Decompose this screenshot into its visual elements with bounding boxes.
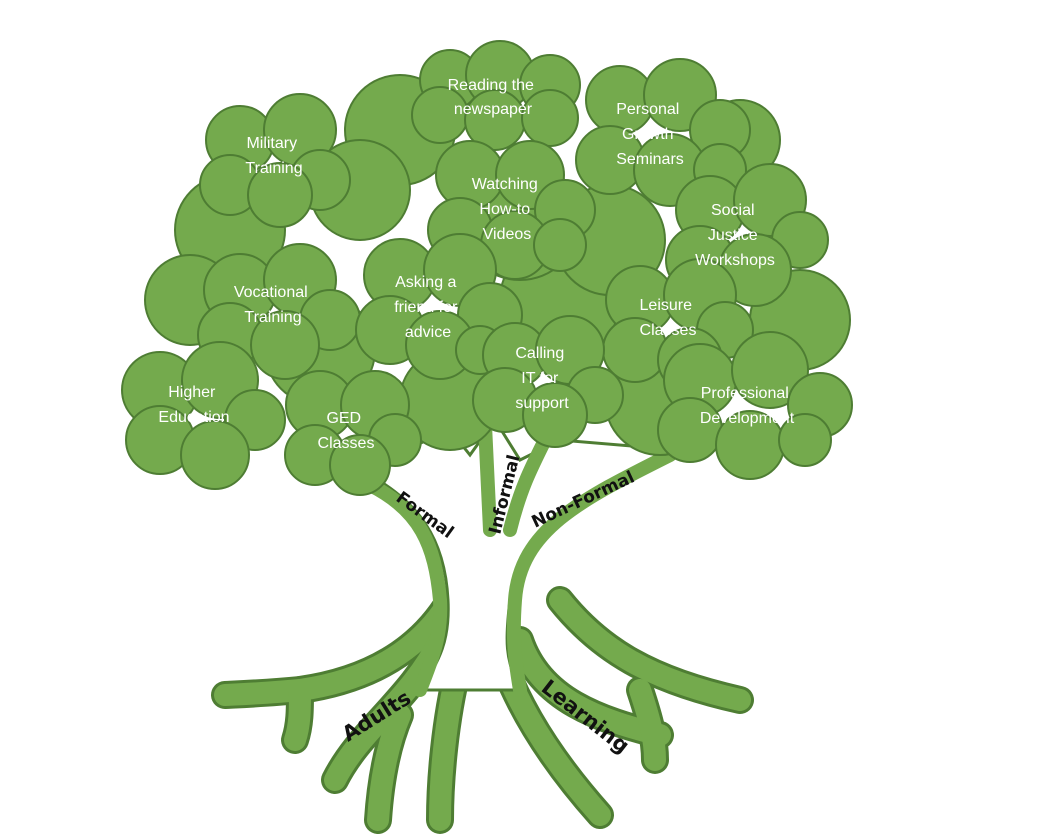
trunk <box>356 417 686 697</box>
label-line: friend for <box>394 299 458 316</box>
label-line: How-to <box>479 201 530 218</box>
label-line: Workshops <box>695 252 775 269</box>
label-line: Training <box>245 160 302 177</box>
label-line: Seminars <box>616 151 684 168</box>
label-line: Videos <box>483 226 532 243</box>
label-leisure-classes: Leisure Classes <box>640 297 697 339</box>
label-line: support <box>515 395 569 412</box>
label-line: Military <box>246 135 297 152</box>
cloud-ged-classes <box>284 370 422 496</box>
label-asking-friend: Asking a friend for advice <box>394 274 462 341</box>
label-line: Social <box>711 202 755 219</box>
label-line: Reading the <box>448 77 534 94</box>
label-line: Justice <box>708 227 758 244</box>
label-line: Development <box>700 410 795 427</box>
canopy-clouds <box>121 40 853 496</box>
label-line: Higher <box>168 384 216 401</box>
cloud-military-training <box>199 93 351 228</box>
label-line: Education <box>158 409 229 426</box>
label-line: Calling <box>515 345 564 362</box>
label-personal-growth: Personal Growth Seminars <box>616 101 684 168</box>
label-line: Leisure <box>640 297 693 314</box>
label-line: Professional <box>701 385 789 402</box>
label-line: Watching <box>472 176 538 193</box>
cloud-watching-videos <box>427 140 596 280</box>
cloud-higher-education <box>121 341 286 490</box>
label-line: Vocational <box>234 284 308 301</box>
label-line: Growth <box>622 126 674 143</box>
label-reading-newspaper: Reading the newspaper <box>448 77 539 118</box>
label-line: Personal <box>616 101 679 118</box>
label-line: newspaper <box>454 101 533 118</box>
cloud-calling-it <box>472 315 624 448</box>
label-line: Asking a <box>395 274 456 291</box>
canopy-labels: Reading the newspaper Personal Growth Se… <box>158 77 794 452</box>
label-line: IT for <box>521 370 559 387</box>
label-watching-videos: Watching How-to Videos <box>472 176 543 243</box>
trunk-bark-lines <box>363 418 677 697</box>
label-line: Classes <box>318 435 375 452</box>
label-military-training: Military Training <box>245 135 302 177</box>
label-ged-classes: GED Classes <box>318 410 375 452</box>
label-line: Training <box>244 309 301 326</box>
cloud-personal-growth <box>575 58 751 207</box>
label-professional-development: Professional Development <box>700 385 795 427</box>
label-higher-education: Higher Education <box>158 384 229 426</box>
label-line: GED <box>326 410 361 427</box>
label-line: Classes <box>640 322 697 339</box>
cloud-professional-development <box>657 331 853 480</box>
label-vocational-training: Vocational Training <box>234 284 312 326</box>
label-line: advice <box>405 324 451 341</box>
label-social-justice: Social Justice Workshops <box>695 202 775 269</box>
cloud-reading-newspaper <box>411 40 581 151</box>
label-calling-it: Calling IT for support <box>515 345 569 412</box>
